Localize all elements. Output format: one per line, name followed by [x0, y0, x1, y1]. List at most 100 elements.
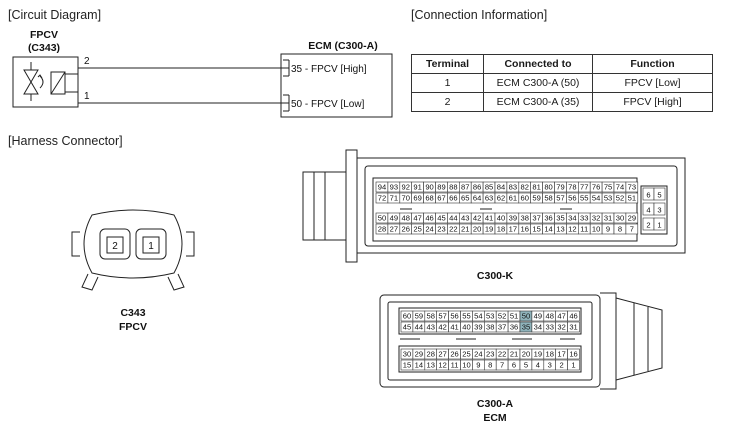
- c343-pin-1: 1: [148, 241, 154, 252]
- pin-cell: [625, 212, 639, 224]
- c300a-connector: [379, 292, 663, 390]
- pin-number: 36: [544, 214, 552, 223]
- pin-number: 73: [628, 183, 636, 192]
- pin-number: 55: [462, 312, 470, 321]
- pin-number: 58: [544, 194, 552, 203]
- pin-cell: [567, 348, 580, 360]
- pin-cell: [625, 223, 639, 235]
- pin-number: 64: [473, 194, 481, 203]
- pin-number: 15: [403, 361, 411, 370]
- pin-number: 21: [510, 350, 518, 359]
- pin-number: 22: [498, 350, 506, 359]
- pin-number: 14: [544, 225, 552, 234]
- pin-number: 1: [571, 361, 575, 370]
- pin-number: 10: [462, 361, 470, 370]
- pin-number: 20: [522, 350, 530, 359]
- pin-number: 74: [616, 183, 624, 192]
- pin-number: 42: [473, 214, 481, 223]
- pin-number: 80: [544, 183, 552, 192]
- pin-cell: [653, 187, 666, 201]
- pin-number: 59: [415, 312, 423, 321]
- pin-number: 49: [534, 312, 542, 321]
- pin-number: 34: [568, 214, 576, 223]
- pin-number: 40: [497, 214, 505, 223]
- pin-number: 68: [425, 194, 433, 203]
- table-cell-connected-to: ECM C300-A (50): [483, 73, 593, 93]
- pin-number: 94: [378, 183, 386, 192]
- pin-number: 4: [536, 361, 540, 370]
- pin-number: 6: [646, 191, 650, 200]
- pin-number: 46: [569, 312, 577, 321]
- c300k-connector: [302, 149, 686, 263]
- pin-number: 12: [568, 225, 576, 234]
- wire-bottom-number: 1: [84, 91, 90, 102]
- pin-number: 58: [427, 312, 435, 321]
- pin-number: 53: [604, 194, 612, 203]
- pin-number: 88: [449, 183, 457, 192]
- pin-number: 16: [521, 225, 529, 234]
- pin-number: 43: [461, 214, 469, 223]
- pin-number: 12: [438, 361, 446, 370]
- ecm-pin-high-bracket: [283, 59, 290, 77]
- pin-number: 69: [413, 194, 421, 203]
- pin-number: 30: [403, 350, 411, 359]
- pin-number: 62: [497, 194, 505, 203]
- pin-number: 8: [488, 361, 492, 370]
- pin-number: 28: [378, 225, 386, 234]
- pin-number: 56: [568, 194, 576, 203]
- c343-name-label: FPCV: [119, 321, 147, 333]
- c300a-name-label: ECM: [483, 412, 507, 424]
- pin-number: 60: [521, 194, 529, 203]
- pin-number: 48: [402, 214, 410, 223]
- table-cell-connected-to: ECM C300-A (35): [483, 92, 593, 112]
- pin-number: 35: [522, 323, 530, 332]
- pin-number: 7: [630, 225, 634, 234]
- pin-number: 51: [510, 312, 518, 321]
- c343-connector: [71, 209, 195, 291]
- pin-number: 53: [486, 312, 494, 321]
- table-header-function: Function: [592, 54, 713, 74]
- pin-number: 65: [461, 194, 469, 203]
- ecm-pin-high: 35 - FPCV [High]: [291, 64, 367, 75]
- c343-code-label: C343: [120, 307, 145, 319]
- table-row: 2 ECM C300-A (35) FPCV [High]: [411, 92, 713, 112]
- pin-cell: [567, 359, 580, 371]
- pin-number: 72: [378, 194, 386, 203]
- pin-cell: [567, 310, 580, 322]
- pin-number: 6: [512, 361, 516, 370]
- pin-number: 57: [438, 312, 446, 321]
- pin-number: 47: [557, 312, 565, 321]
- pin-number: 5: [524, 361, 528, 370]
- pin-number: 32: [557, 323, 565, 332]
- pin-number: 13: [427, 361, 435, 370]
- pin-number: 31: [604, 214, 612, 223]
- pin-number: 45: [437, 214, 445, 223]
- pin-number: 15: [532, 225, 540, 234]
- pin-number: 38: [521, 214, 529, 223]
- pin-cell: [653, 202, 666, 216]
- pin-number: 2: [646, 221, 650, 230]
- c300k-label: C300-K: [477, 270, 514, 282]
- pin-number: 16: [569, 350, 577, 359]
- pin-number: 44: [449, 214, 457, 223]
- pin-number: 33: [546, 323, 554, 332]
- connection-info-title: [Connection Information]: [411, 8, 547, 22]
- pin-number: 36: [510, 323, 518, 332]
- pin-number: 30: [616, 214, 624, 223]
- table-cell-terminal: 1: [411, 73, 484, 93]
- pin-number: 83: [509, 183, 517, 192]
- pin-cell: [653, 217, 666, 231]
- pin-number: 37: [498, 323, 506, 332]
- pin-number: 18: [546, 350, 554, 359]
- pin-number: 10: [592, 225, 600, 234]
- pin-number: 43: [427, 323, 435, 332]
- pin-number: 3: [548, 361, 552, 370]
- c343-pin-2: 2: [112, 241, 118, 252]
- pin-number: 9: [606, 225, 610, 234]
- pin-number: 46: [425, 214, 433, 223]
- table-cell-function: FPCV [Low]: [592, 73, 713, 93]
- wire-top-number: 2: [84, 56, 90, 67]
- pin-number: 26: [402, 225, 410, 234]
- pin-number: 34: [534, 323, 542, 332]
